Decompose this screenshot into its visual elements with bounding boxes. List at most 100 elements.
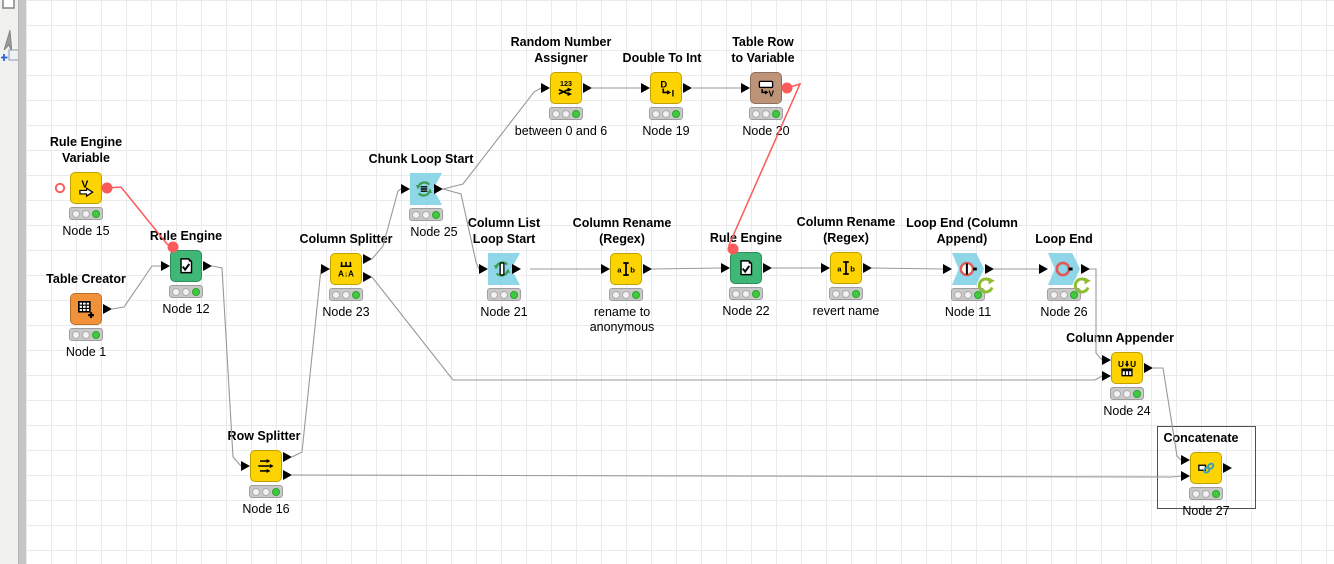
status-dot <box>82 330 90 339</box>
node-title-n12: Rule Engine <box>149 229 223 243</box>
status-dot-green <box>672 109 680 118</box>
node-n27[interactable] <box>1190 452 1222 484</box>
node-title-d2i: Double To Int <box>622 51 702 65</box>
node-sublabel-n16: Node 16 <box>242 502 290 516</box>
traffic-light-status-n16 <box>249 485 283 498</box>
node-sublabel-n1: Node 1 <box>65 345 107 359</box>
status-dot <box>1123 389 1131 398</box>
node-title-n22: Rule Engine <box>709 231 783 245</box>
node-title-clls: Column List Loop Start <box>467 216 541 246</box>
status-dot <box>842 289 850 298</box>
status-dot <box>1192 489 1200 498</box>
status-dot-green <box>1133 389 1141 398</box>
svg-text:a: a <box>617 265 622 274</box>
status-dot <box>332 290 340 299</box>
node-sublabel-n12: Node 12 <box>162 302 210 316</box>
svg-text:a: a <box>837 264 842 273</box>
svg-text:A↓A: A↓A <box>338 270 354 279</box>
column-list-loop-start-icon <box>491 258 513 280</box>
node-rna[interactable]: 123 <box>550 72 582 104</box>
rule-engine-icon <box>175 255 197 277</box>
traffic-light-status-n25 <box>409 208 443 221</box>
node-sublabel-n26: Node 26 <box>1040 305 1088 319</box>
node-n23[interactable]: A↓A <box>330 253 362 285</box>
status-dot <box>490 290 498 299</box>
left-panel <box>0 0 20 564</box>
node-title-tr2v: Table Row to Variable <box>731 35 795 65</box>
node-title-ren2: Column Rename (Regex) <box>796 215 896 245</box>
status-dot <box>182 287 190 296</box>
node-n15[interactable]: V <box>70 172 102 204</box>
node-sublabel-n22: Node 22 <box>722 304 770 318</box>
node-sublabel-d2i: Node 19 <box>642 124 690 138</box>
node-title-n16: Row Splitter <box>227 429 301 443</box>
traffic-light-status-n12 <box>169 285 203 298</box>
status-dot <box>262 487 270 496</box>
loop-end-column-append-icon <box>957 258 979 280</box>
svg-text:123: 123 <box>560 80 572 88</box>
row-splitter-icon <box>255 455 277 477</box>
svg-text:U: U <box>1118 360 1124 369</box>
column-splitter-icon: A↓A <box>335 258 357 280</box>
status-dot <box>562 109 570 118</box>
status-dot-green <box>510 290 518 299</box>
pointer-tool-icon[interactable] <box>0 28 20 69</box>
svg-text:I: I <box>672 88 675 98</box>
status-dot-green <box>92 330 100 339</box>
node-title-n11: Loop End (Column Append) <box>906 216 1018 246</box>
node-n1[interactable] <box>70 293 102 325</box>
svg-text:U: U <box>1130 360 1136 369</box>
node-tr2v[interactable]: V <box>750 72 782 104</box>
svg-text:b: b <box>850 264 855 273</box>
node-sublabel-n11: Node 11 <box>944 305 992 319</box>
status-dot <box>342 290 350 299</box>
status-dot-green <box>632 290 640 299</box>
node-n16[interactable] <box>250 450 282 482</box>
node-title-ren1: Column Rename (Regex) <box>572 216 672 246</box>
vertical-scrollbar[interactable] <box>18 0 26 564</box>
status-dot <box>832 289 840 298</box>
node-n12[interactable] <box>170 250 202 282</box>
node-n22[interactable] <box>730 252 762 284</box>
node-title-n24: Column Appender <box>1066 331 1174 345</box>
status-dot <box>1202 489 1210 498</box>
status-dot <box>422 210 430 219</box>
node-sublabel-ren2: revert name <box>812 304 880 318</box>
random-number-assigner-icon: 123 <box>555 77 577 99</box>
status-dot-green <box>92 209 100 218</box>
node-sublabel-n15: Node 15 <box>62 224 110 238</box>
status-dot <box>252 487 260 496</box>
status-dot <box>82 209 90 218</box>
node-title-n15: Rule Engine Variable <box>49 135 123 165</box>
selection-rectangle <box>1157 426 1256 509</box>
status-dot <box>412 210 420 219</box>
status-dot <box>622 290 630 299</box>
table-creator-icon <box>75 298 97 320</box>
svg-text:D: D <box>660 79 667 89</box>
node-title-rna: Random Number Assigner <box>510 35 612 65</box>
thumbnail-outline-icon[interactable] <box>1 0 16 15</box>
rule-engine-icon <box>735 257 757 279</box>
node-title-n26: Loop End <box>1035 232 1093 246</box>
rule-engine-variable-icon: V <box>75 177 97 199</box>
node-sublabel-ren1: rename to anonymous <box>589 305 655 334</box>
status-dot-green <box>852 289 860 298</box>
svg-text:b: b <box>630 265 635 274</box>
traffic-light-status-n15 <box>69 207 103 220</box>
status-dot-green <box>432 210 440 219</box>
node-title-n23: Column Splitter <box>299 232 393 246</box>
traffic-light-status-ren2 <box>829 287 863 300</box>
status-dot-green <box>772 109 780 118</box>
status-dot <box>954 290 962 299</box>
node-sublabel-rna: between 0 and 6 <box>514 124 608 138</box>
status-dot <box>72 209 80 218</box>
status-dot <box>732 289 740 298</box>
